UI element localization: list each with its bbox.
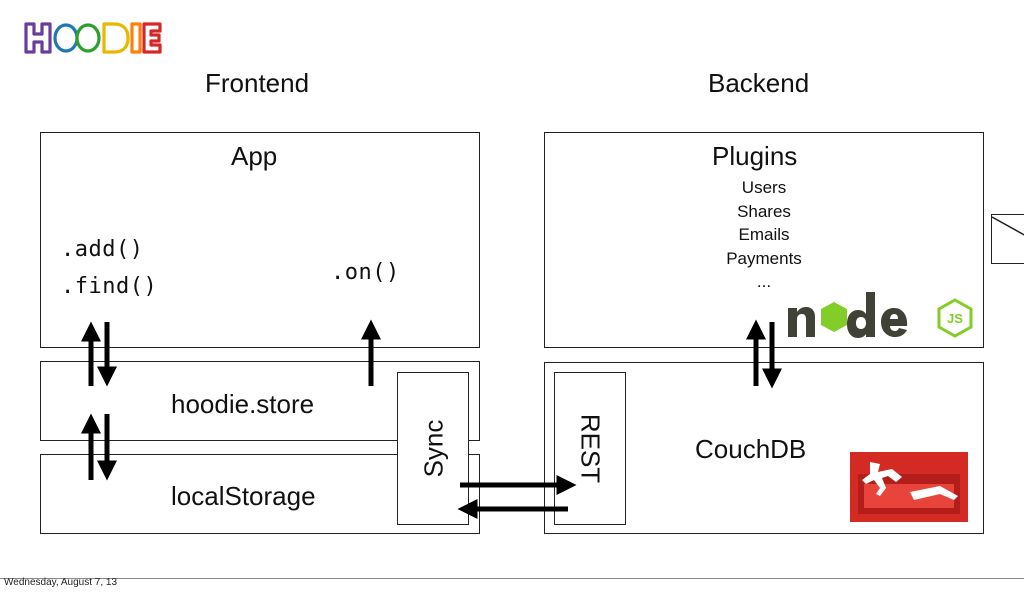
backend-heading: Backend [708, 68, 810, 98]
app-box: App .add() .find() .on() [40, 132, 480, 348]
js-badge-text: JS [947, 311, 963, 326]
plugin-list: Users Shares Emails Payments ... [700, 176, 828, 294]
app-label: App [231, 141, 278, 171]
method-find: .find() [61, 274, 158, 299]
method-add: .add() [61, 237, 144, 262]
plugin-item: Users [741, 178, 787, 197]
plugin-item: ... [756, 272, 772, 291]
plugins-label: Plugins [712, 141, 798, 171]
nodejs-logo: JS [788, 292, 973, 338]
local-storage-label: localStorage [171, 481, 316, 511]
sync-box: Sync [397, 372, 469, 525]
frontend-heading: Frontend [205, 68, 310, 98]
rest-box: REST [554, 372, 626, 525]
hoodie-store-label: hoodie.store [171, 389, 315, 419]
plugin-item: Payments [726, 248, 802, 268]
diagonal-line [992, 216, 1024, 236]
footer-date: Wednesday, August 7, 13 [4, 577, 118, 588]
method-on: .on() [331, 260, 400, 285]
offscreen-box [991, 214, 1024, 264]
couchdb-logo [850, 452, 968, 522]
plugin-item: Emails [738, 225, 790, 244]
slide: Frontend Backend App .add() .find() .on(… [0, 22, 1024, 579]
hoodie-logo [24, 22, 162, 54]
arrows-layer [81, 319, 782, 519]
couchdb-label: CouchDB [695, 434, 807, 464]
plugins-box: Plugins [544, 132, 984, 348]
plugin-item: Shares [737, 201, 791, 221]
